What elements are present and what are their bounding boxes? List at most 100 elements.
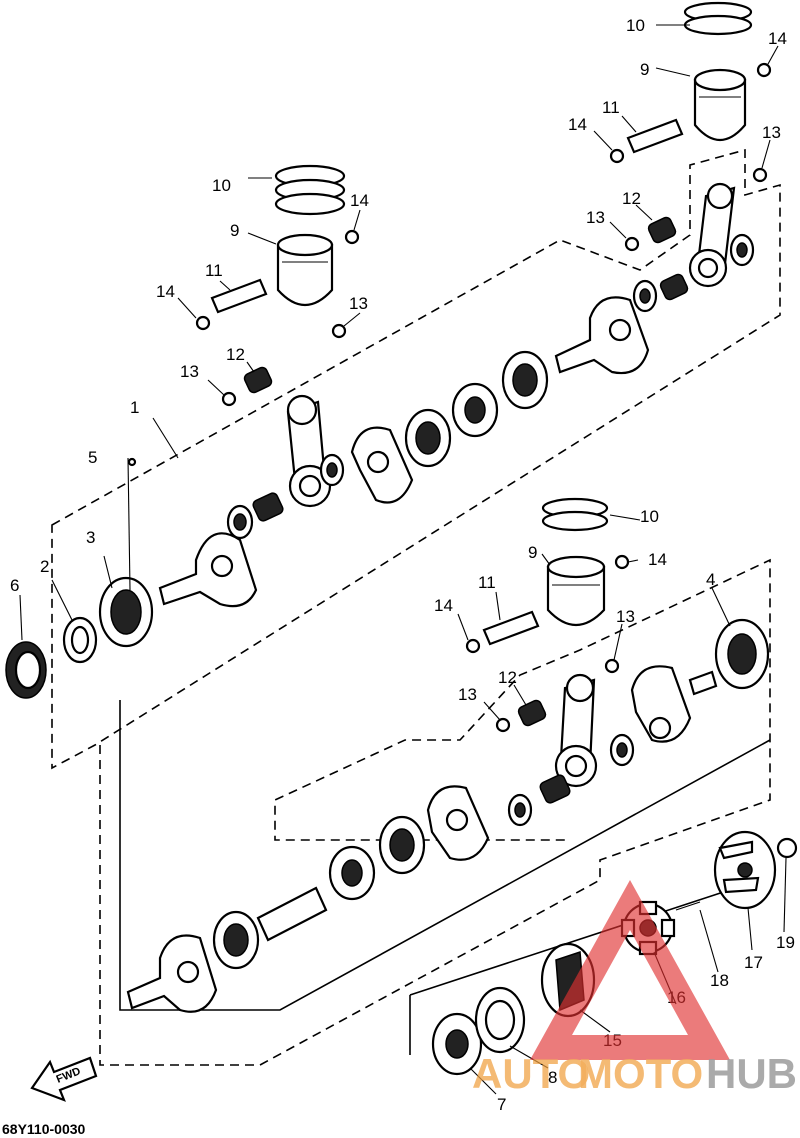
crank-needle-e [539, 774, 571, 804]
needle-bearing-upper-right [647, 216, 677, 244]
washer-coupling [776, 837, 798, 859]
callout-3: 3 [86, 528, 95, 547]
connecting-rod-lower [554, 673, 598, 788]
callout-4: 4 [706, 570, 715, 589]
fwd-arrow-icon: FWD [30, 1056, 98, 1102]
connecting-rod-upper-left [286, 394, 332, 508]
callout-12-lower: 12 [498, 668, 517, 687]
connecting-rod-upper-right [688, 182, 736, 288]
watermark-brand-1: AUTO [472, 1050, 590, 1097]
callout-2: 2 [40, 557, 49, 576]
piston-pin-upper-left [210, 278, 268, 314]
assembly-outline-lower [99, 558, 771, 1066]
piston-upper-right [693, 68, 747, 141]
circlip-upper-right-b [756, 62, 772, 78]
piston-ring-set-lower [541, 497, 609, 532]
crank-bearing-c [632, 279, 658, 313]
callout-11-upper-left: 11 [205, 261, 223, 280]
crank-bearing-f [507, 793, 533, 827]
crank-web-right [554, 296, 650, 375]
piston-upper-left [276, 233, 334, 306]
callout-11-upper-right: 11 [602, 98, 620, 117]
crank-needle-a [252, 492, 284, 522]
crank-bearing-a [226, 504, 254, 540]
dowel-pin [127, 457, 137, 467]
labyrinth-seal-lower [328, 845, 376, 901]
circlip-lower-a [465, 638, 481, 654]
callout-6: 6 [10, 576, 19, 595]
main-bearing-left [98, 576, 154, 648]
coupling-bolt [675, 901, 701, 911]
circlip-upper-left-a [195, 315, 211, 331]
oil-seal-front [431, 1012, 483, 1076]
callout-1: 1 [130, 398, 139, 417]
callout-13-c: 13 [586, 208, 605, 227]
spacer-plate [474, 986, 526, 1054]
callout-labels: 1 2 3 4 5 6 7 8 9 9 9 10 10 10 11 11 11 … [10, 16, 795, 1114]
washer-upper-left-a [221, 391, 237, 407]
washer-upper-right-b [752, 167, 768, 183]
needle-bearing-lower [517, 699, 547, 727]
collar [62, 616, 98, 664]
watermark-triangle-icon [530, 880, 730, 1060]
piston-pin-lower [482, 610, 540, 646]
callout-10-upper-left: 10 [212, 176, 231, 195]
crank-web-left [158, 532, 258, 608]
watermark-brand-3: HUB [706, 1050, 797, 1097]
callout-14-f: 14 [648, 550, 667, 569]
callout-18: 18 [710, 971, 729, 990]
callout-14-b: 14 [350, 191, 369, 210]
oil-seal-left [5, 641, 47, 699]
crank-web-lower-center [426, 785, 490, 861]
callout-7: 7 [497, 1095, 506, 1114]
callout-9-upper-left: 9 [230, 221, 239, 240]
callout-14-d: 14 [768, 29, 787, 48]
callout-17: 17 [744, 953, 763, 972]
washer-upper-right-a [624, 236, 640, 252]
washer-lower-a [495, 717, 511, 733]
watermark-brand-2: MOTO [578, 1050, 703, 1097]
callout-19: 19 [776, 933, 795, 952]
circlip-upper-right-a [609, 148, 625, 164]
washer-upper-left-b [331, 323, 347, 339]
callout-10-lower: 10 [640, 507, 659, 526]
crank-web-center [350, 426, 414, 504]
callout-14-a: 14 [156, 282, 175, 301]
callout-12-upper-right: 12 [622, 189, 641, 208]
callout-11-lower: 11 [478, 573, 496, 592]
impeller-group-outline [409, 879, 761, 1055]
callout-10-upper-right: 10 [626, 16, 645, 35]
piston-ring-set-upper-left [274, 164, 346, 216]
callout-13-f: 13 [616, 607, 635, 626]
crank-web-lower-right [630, 665, 718, 743]
callout-9-lower: 9 [528, 543, 537, 562]
callout-8: 8 [548, 1068, 557, 1087]
main-bearing-right [714, 618, 770, 690]
callout-5: 5 [88, 448, 97, 467]
callout-13-a: 13 [180, 362, 199, 381]
crank-bearing-d [729, 233, 755, 267]
piston-pin-upper-right [626, 118, 684, 154]
crank-center-shaft [256, 886, 328, 942]
leader-lines [19, 24, 787, 1095]
callout-12-upper-left: 12 [226, 345, 245, 364]
washer-lower-b [604, 658, 620, 674]
callout-14-c: 14 [568, 115, 587, 134]
flywheel-coupling [713, 830, 777, 910]
circlip-lower-b [614, 554, 630, 570]
needle-bearing-upper-left [243, 366, 273, 394]
callout-13-b: 13 [349, 294, 368, 313]
main-bearing-lower-center-a [378, 815, 426, 875]
crank-bearing-e [609, 733, 635, 767]
callout-9-upper-right: 9 [640, 60, 649, 79]
main-bearing-lower-center-b [212, 910, 260, 970]
main-bearing-center-b [501, 350, 549, 410]
piston-lower [546, 555, 606, 626]
main-bearing-center-a [404, 408, 452, 468]
callout-13-d: 13 [762, 123, 781, 142]
crank-bearing-b [319, 453, 345, 487]
watermark-logo: AUTO MOTO HUB [472, 880, 797, 1097]
circlip-upper-left-b [344, 229, 360, 245]
labyrinth-seal-upper [451, 382, 499, 438]
